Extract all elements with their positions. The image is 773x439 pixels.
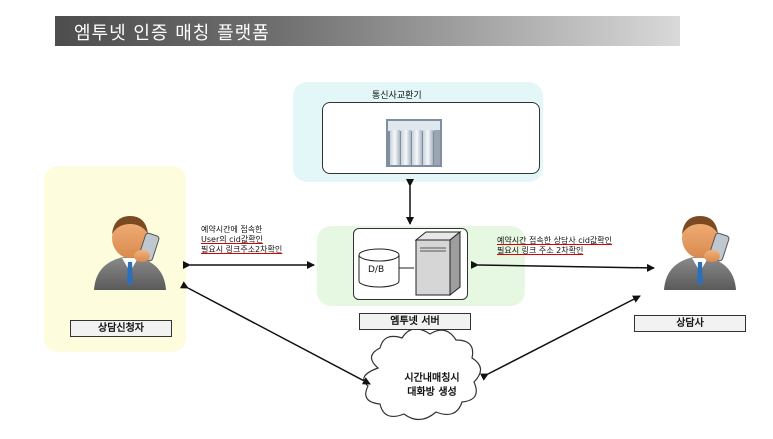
right-annotation-line1: 예약시간 접속한 상담사 cid값확인: [497, 236, 613, 245]
title-bar: [55, 16, 680, 46]
cloud-icon: [363, 328, 482, 421]
left-annotation: 예약시간에 접속한 User의 cid값확인 필요시 링크주소2차확인: [201, 225, 282, 255]
cloud-counselor-arrow: [479, 295, 641, 381]
counselor-label: 상담사: [634, 315, 746, 332]
applicant-label: 상담신청자: [70, 320, 172, 337]
right-annotation-line2: 필요시 링크 주소 2차확인: [497, 246, 584, 255]
db-label: D/B: [368, 265, 385, 275]
applicant-cloud-arrow: [179, 281, 371, 385]
server-rack-icon: [386, 119, 442, 167]
cloud-text: 시간내매칭시 대화방 생성: [384, 372, 480, 400]
server-tower-icon: [414, 230, 462, 297]
person-phone-icon: [94, 216, 166, 290]
page-title: 엠투넷 인증 매칭 플랫폼: [74, 23, 270, 44]
server-label: 엠투넷 서버: [359, 313, 471, 330]
exchange-label: 통신사교환기: [372, 91, 422, 101]
person-phone-icon: [664, 216, 736, 290]
server-counselor-arrow: [470, 260, 655, 272]
left-annotation-line3: 필요시 링크주소2차확인: [201, 245, 283, 254]
cloud-text-line1: 시간내매칭시: [404, 373, 460, 384]
cloud-text-line2: 대화방 생성: [407, 387, 457, 398]
left-annotation-line2: User의 cid값확인: [201, 235, 263, 244]
left-annotation-line1: 예약시간에 접속한: [201, 225, 263, 234]
right-annotation: 예약시간 접속한 상담사 cid값확인 필요시 링크 주소 2차확인: [497, 236, 612, 256]
